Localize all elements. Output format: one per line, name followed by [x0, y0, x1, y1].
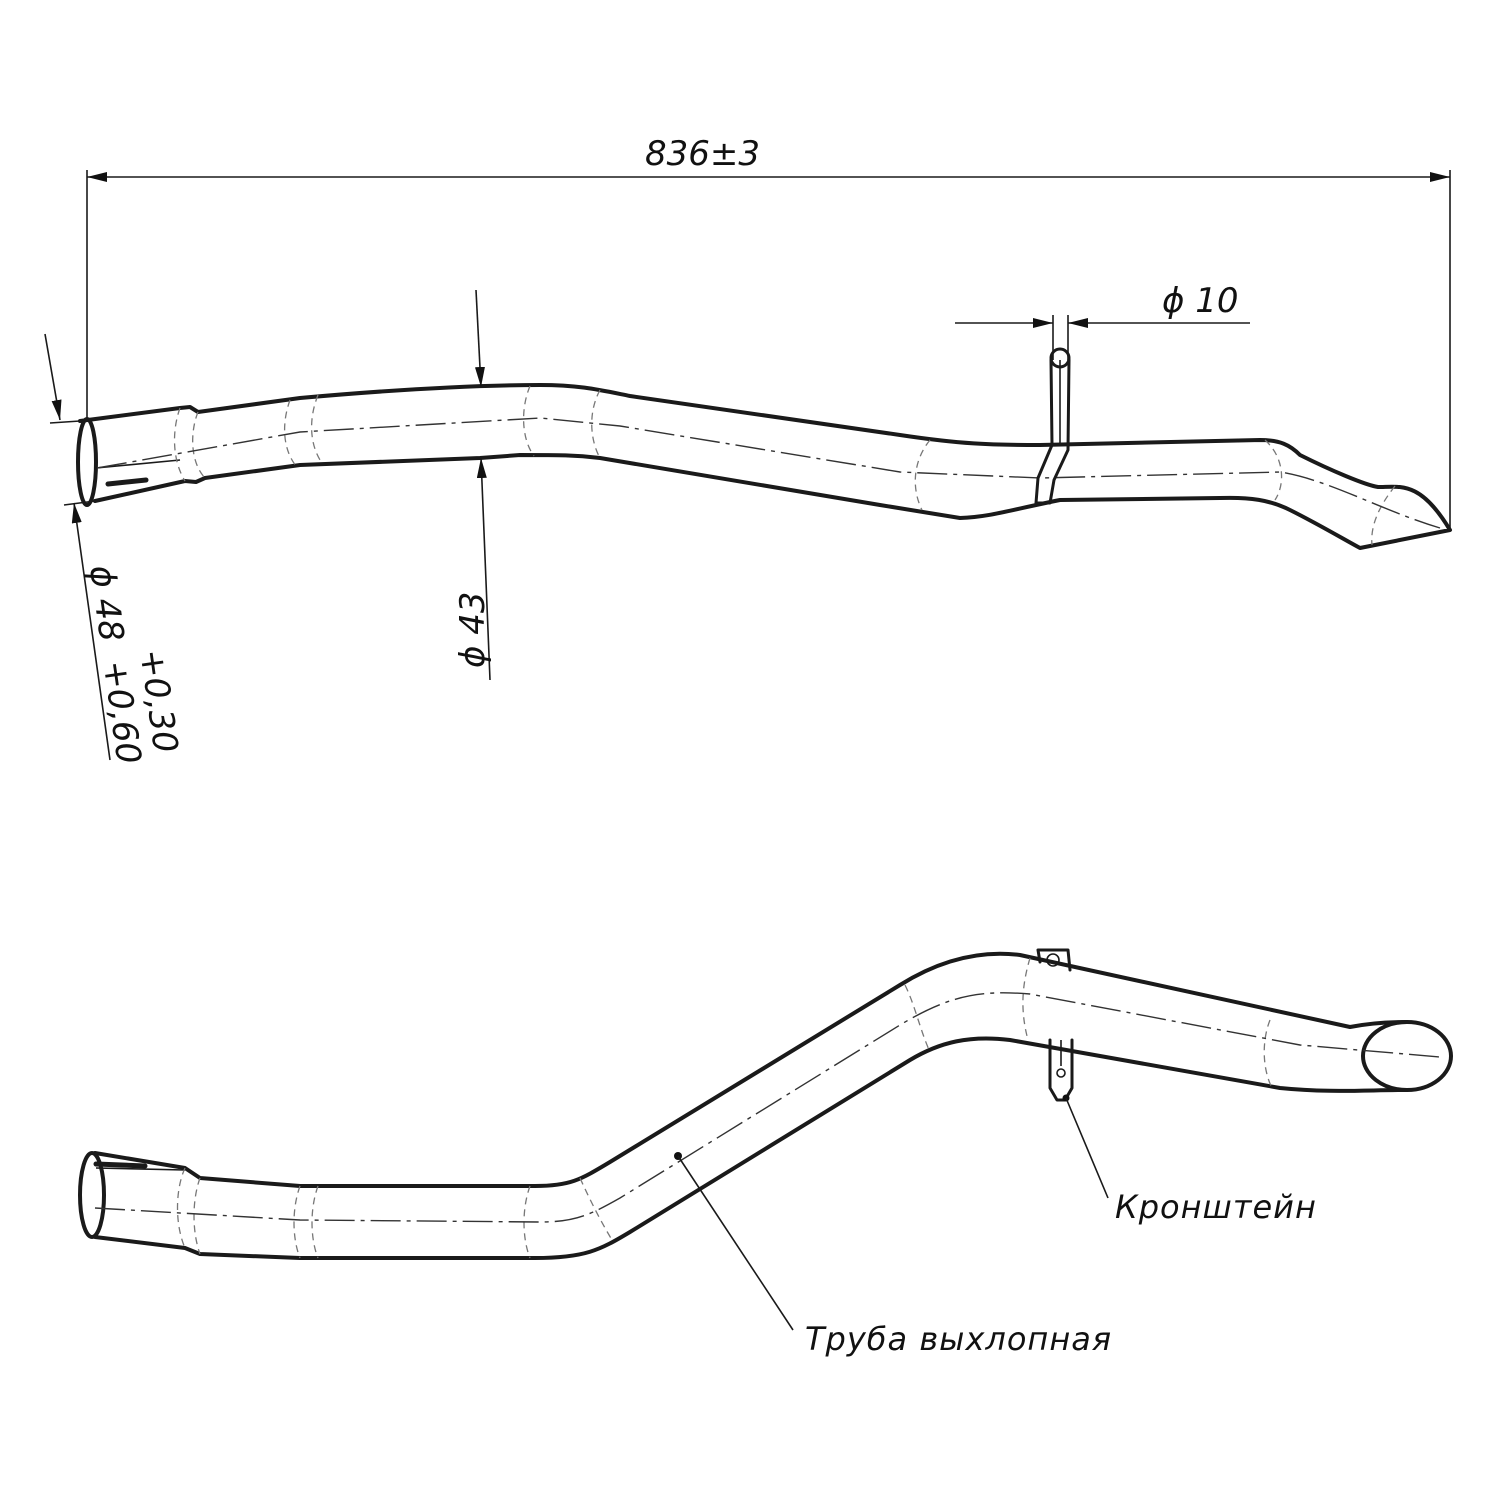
pipe-label: Труба выхлопная [805, 1320, 1112, 1358]
exhaust-pipe-top [76, 383, 1452, 550]
bracket-bottom [1036, 948, 1074, 1102]
bracket-label: Кронштейн [1115, 1188, 1317, 1226]
tube-diameter-dimension: ϕ 43 [453, 289, 493, 681]
bracket-top [1034, 347, 1071, 505]
exhaust-pipe-bottom [78, 951, 1453, 1260]
inlet-diameter-dimension: ϕ 48 +0,60 +0,30 [44, 333, 185, 767]
bottom-view: Кронштейн Труба выхлопная [78, 948, 1453, 1358]
bracket-callout: Кронштейн [1062, 1094, 1317, 1226]
inlet-opening [76, 417, 98, 507]
top-view: 836±3 [44, 134, 1452, 767]
inlet-opening-bottom [78, 1151, 106, 1239]
overall-length-dimension: 836±3 [86, 134, 1451, 530]
outlet-opening [1361, 1020, 1453, 1092]
tube-diameter-text: ϕ 43 [453, 592, 493, 669]
inlet-diameter-text: ϕ 48 [81, 563, 131, 644]
inlet-slot [105, 477, 149, 487]
pipe-callout: Труба выхлопная [674, 1152, 1112, 1358]
overall-length-text: 836±3 [645, 134, 760, 174]
inlet-slot-bottom [93, 1161, 148, 1169]
bracket-diameter-dimension: ϕ 10 [955, 281, 1250, 360]
bracket-diameter-text: ϕ 10 [1162, 281, 1239, 321]
